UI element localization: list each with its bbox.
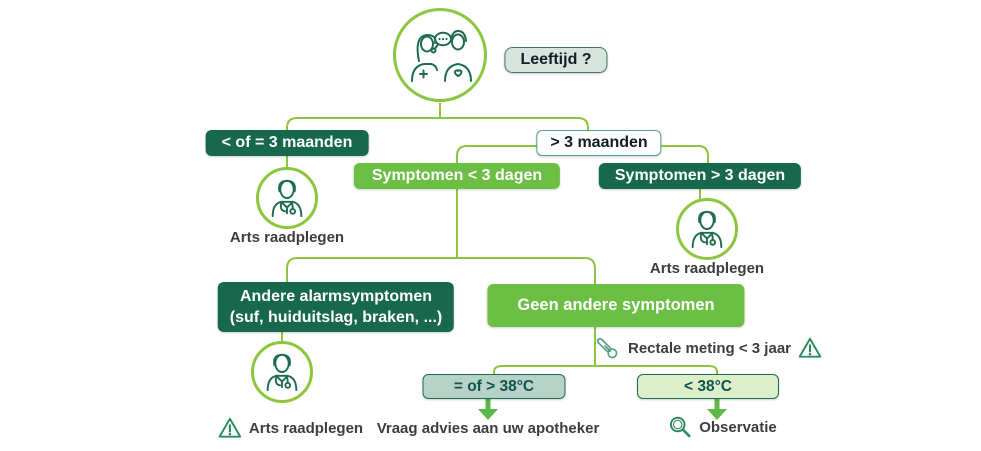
down-arrow-icon <box>707 399 727 420</box>
node-temp-equal-or-above-38: = of > 38°C <box>422 374 566 399</box>
outcome-consult-doctor-warning: Arts raadplegen <box>217 415 363 441</box>
doctor-icon <box>691 210 723 249</box>
warning-triangle-icon <box>218 417 242 438</box>
outcome-consult-doctor-3: Arts raadplegen <box>248 419 364 437</box>
node-age-gt-3-months: > 3 maanden <box>536 130 662 156</box>
node-age-lte-3-months: < of = 3 maanden <box>205 130 369 156</box>
node-other-alarm-symptoms: Andere alarmsymptomen (suf, huiduitslag,… <box>217 282 455 332</box>
alarm-line-2: (suf, huiduitslag, braken, ...) <box>229 309 443 326</box>
outcome-observation-text: Observatie <box>699 418 777 436</box>
warning-triangle-icon <box>798 337 822 358</box>
connector <box>456 145 544 165</box>
outcome-consult-doctor-1: Arts raadplegen <box>229 229 345 246</box>
rectal-measurement-note: Rectale meting < 3 jaar <box>592 333 823 363</box>
outcome-ask-pharmacist: Vraag advies aan uw apotheker <box>376 420 600 437</box>
outcome-consult-doctor-2: Arts raadplegen <box>649 260 765 277</box>
node-symptoms-lt-3-days: Symptomen < 3 dagen <box>353 163 561 189</box>
thermometer-icon <box>596 337 618 359</box>
doctor-circle-right <box>676 198 738 260</box>
node-no-other-symptoms: Geen andere symptomen <box>487 284 745 327</box>
node-temp-below-38: < 38°C <box>637 374 779 399</box>
down-arrow-icon <box>478 399 498 420</box>
doctor-circle-left <box>256 167 318 229</box>
rectal-note-text: Rectale meting < 3 jaar <box>628 339 791 357</box>
doctor-icon <box>266 353 298 392</box>
connector <box>493 365 718 375</box>
root-question-box: Leeftijd ? <box>504 47 608 73</box>
magnifying-glass-icon <box>669 416 691 438</box>
conversation-circle <box>393 8 487 102</box>
doctor-patient-talk-icon <box>411 30 472 82</box>
outcome-observation: Observatie <box>667 414 777 440</box>
connector <box>654 145 709 165</box>
connector <box>286 257 596 285</box>
doctor-circle-bottom <box>251 341 313 403</box>
connector <box>286 117 589 132</box>
node-symptoms-gt-3-days: Symptomen > 3 dagen <box>598 163 802 189</box>
alarm-line-1: Andere alarmsymptomen <box>239 288 433 305</box>
doctor-icon <box>271 179 303 218</box>
